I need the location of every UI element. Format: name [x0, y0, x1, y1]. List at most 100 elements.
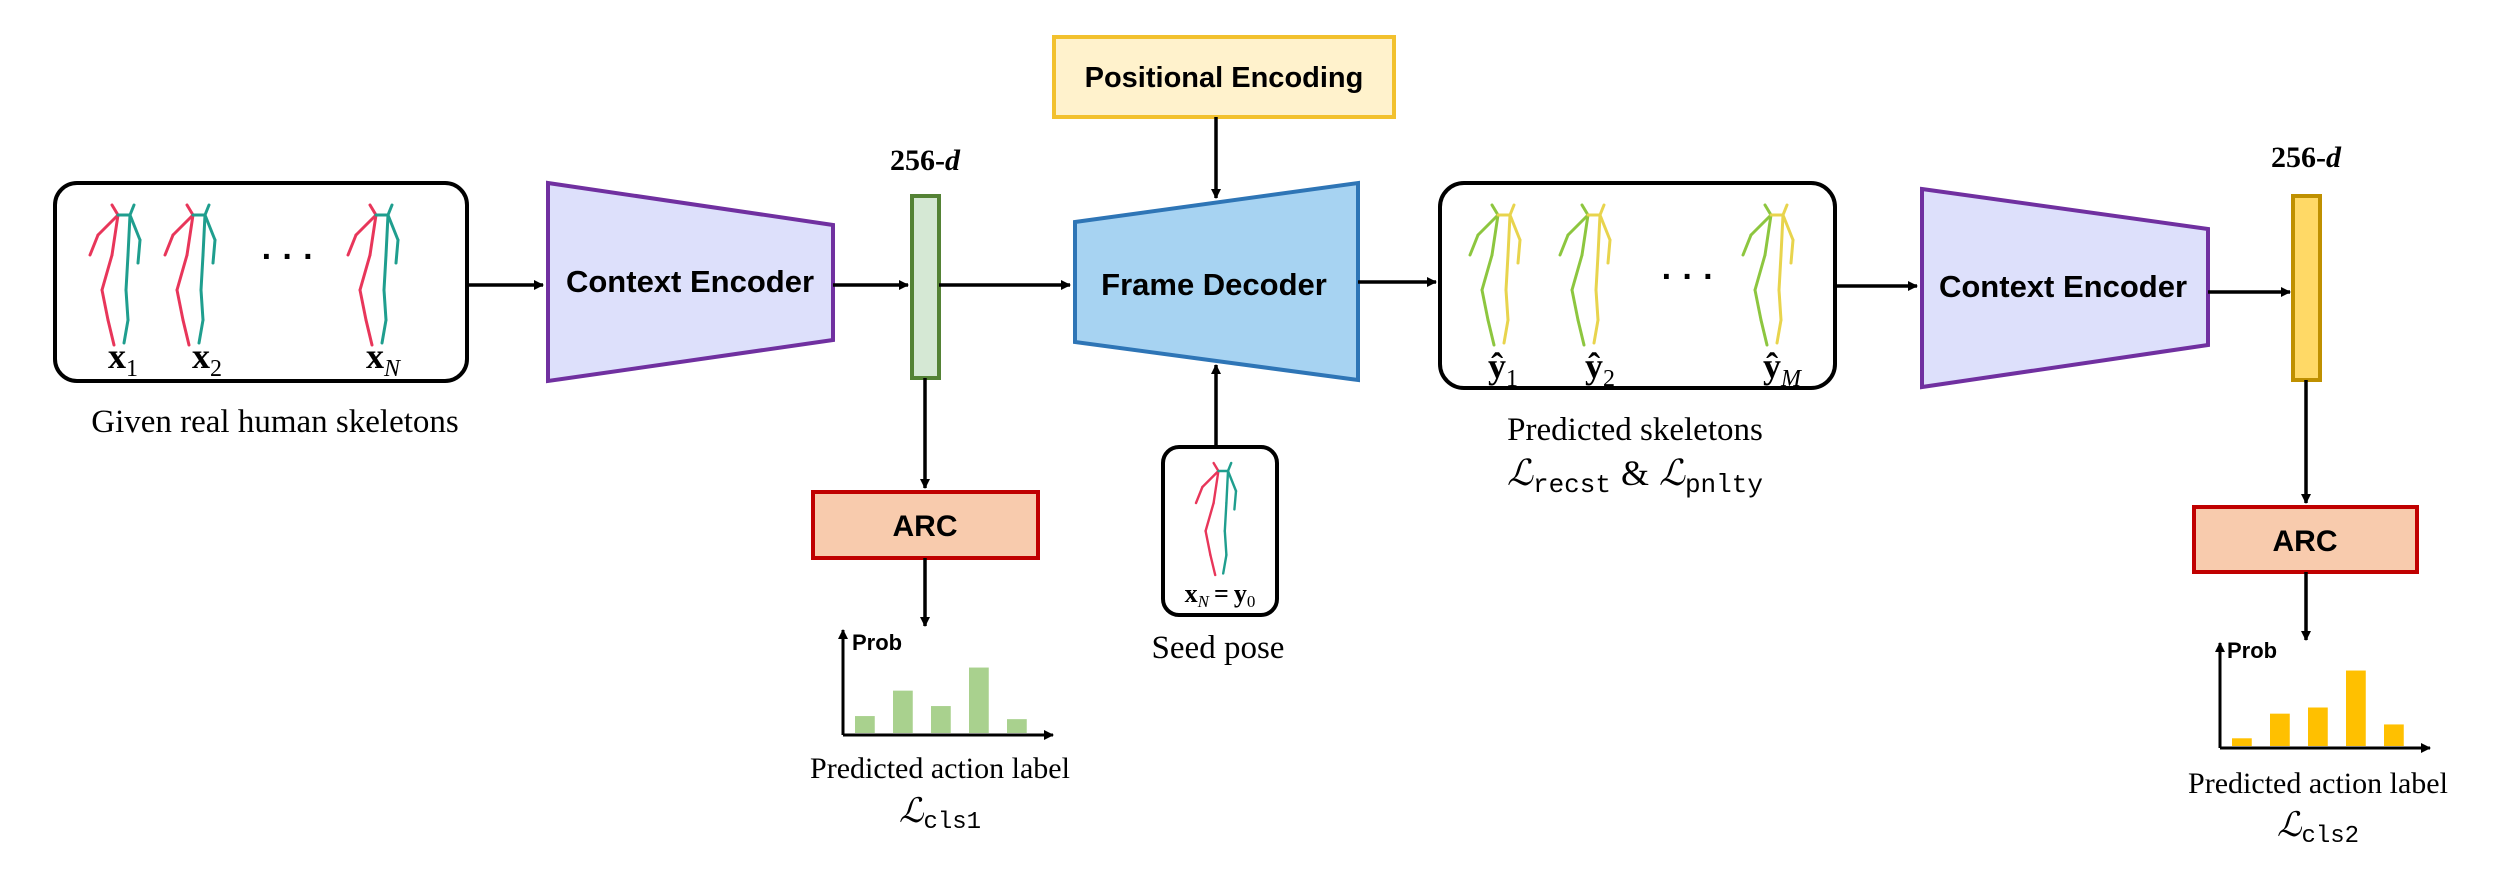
- skeleton-bone: [199, 253, 205, 292]
- skeleton-bone: [380, 318, 388, 345]
- label-x1: x1: [108, 336, 138, 382]
- skeleton-bone: [1226, 469, 1238, 493]
- skeleton-bone: [386, 203, 394, 217]
- skeleton-bone: [1580, 203, 1590, 217]
- skeleton-bone: [1775, 318, 1783, 345]
- skeleton-bone: [382, 288, 388, 322]
- skeleton-bone: [110, 203, 120, 217]
- chart-1-axis-label: Prob: [852, 630, 902, 655]
- skeleton-bone: [1789, 238, 1795, 265]
- positional-encoding-label: Positional Encoding: [1085, 62, 1364, 94]
- skeleton-bone: [201, 213, 207, 257]
- chart-1-caption: Predicted action label: [810, 752, 1070, 785]
- skeleton-bone: [1502, 318, 1510, 345]
- context-encoder-1: [546, 180, 835, 384]
- prob-bar: [931, 706, 951, 733]
- prob-bar: [2232, 738, 2252, 746]
- skeleton-bone: [96, 213, 120, 237]
- positional-encoding-block: [1052, 35, 1396, 119]
- skeleton-bone: [171, 213, 195, 237]
- skeleton-bone: [1598, 203, 1606, 217]
- skeleton-bone: [199, 288, 205, 322]
- skeleton-bone: [1233, 489, 1238, 511]
- prob-bar: [2308, 707, 2328, 746]
- skeleton-bone: [358, 253, 372, 292]
- prob-bar: [893, 690, 913, 733]
- skeleton-bone: [1468, 233, 1480, 257]
- skeleton-bone: [1508, 213, 1522, 242]
- input-skeleton-2: [163, 203, 217, 347]
- prob-bar: [1007, 719, 1027, 733]
- prob-bar: [855, 716, 875, 733]
- seed-pose-equation: xN=y0: [1185, 579, 1256, 611]
- skeleton-bone: [364, 318, 374, 347]
- input-skeleton-1: [88, 203, 142, 347]
- skeleton-bone: [203, 203, 211, 217]
- skeleton-bone: [106, 318, 116, 347]
- skeleton-bone: [368, 213, 378, 257]
- seed-pose-panel: [1161, 445, 1279, 617]
- skeleton-bone: [1759, 318, 1769, 347]
- chart-2-loss: ℒcls2: [2277, 807, 2359, 850]
- skeleton-bone: [1781, 213, 1795, 242]
- context-encoder-2-label: Context Encoder: [1939, 269, 2187, 304]
- prob-bar: [969, 667, 989, 733]
- skeleton-bone: [368, 203, 378, 217]
- skeleton-bone: [1777, 288, 1783, 322]
- skeleton-bone: [1763, 213, 1773, 257]
- skeleton-bone: [1490, 213, 1500, 257]
- skeleton-bone: [1204, 501, 1215, 533]
- skeleton-bone: [100, 253, 114, 292]
- skeleton-bone: [1504, 253, 1510, 292]
- latent-vector-2: [2291, 194, 2322, 382]
- label-ym: ŷM: [1763, 346, 1803, 392]
- skeleton-bone: [1223, 501, 1228, 533]
- prob-bar: [2384, 724, 2404, 746]
- arc-block-1: [811, 490, 1040, 560]
- skeleton-bone: [1594, 288, 1600, 322]
- label-y1: ŷ1: [1488, 346, 1518, 392]
- skeleton-bone: [128, 213, 142, 242]
- skeleton-bone: [1225, 469, 1230, 505]
- input-caption: Given real human skeletons: [91, 404, 458, 440]
- skeleton-bone: [124, 253, 130, 292]
- action-prob-chart-1: [838, 629, 1054, 740]
- skeleton-bone: [1596, 213, 1602, 257]
- label-x2: x2: [192, 336, 222, 382]
- label-xn: xN: [366, 336, 402, 382]
- action-prob-chart-2: [2215, 642, 2431, 753]
- skeleton-bone: [1781, 203, 1789, 217]
- skeleton-bone: [1763, 203, 1773, 217]
- skeleton-bone: [1580, 213, 1590, 257]
- predicted-skeleton-2: [1558, 203, 1612, 347]
- skeleton-bone: [197, 318, 205, 345]
- skeleton-bone: [1777, 253, 1783, 292]
- skeleton-bone: [185, 203, 195, 217]
- skeleton-bone: [1222, 553, 1228, 575]
- skeleton-bone: [136, 238, 142, 265]
- skeleton-bone: [1201, 469, 1220, 489]
- skeleton-bone: [126, 213, 132, 257]
- skeleton-bone: [203, 213, 217, 242]
- skeleton-bone: [1212, 461, 1220, 473]
- skeleton-bone: [175, 288, 185, 322]
- skeleton-bone: [181, 318, 191, 347]
- context-encoder-2: [1920, 186, 2210, 390]
- skeleton-bone: [1570, 288, 1580, 322]
- arc-block-2: [2192, 505, 2419, 574]
- skeleton-bone: [175, 253, 189, 292]
- frame-decoder-label: Frame Decoder: [1101, 267, 1327, 302]
- context-encoder-1-label: Context Encoder: [566, 264, 814, 299]
- skeleton-bone: [382, 253, 388, 292]
- skeleton-bone: [128, 203, 136, 217]
- seed-skeleton: [1194, 461, 1238, 577]
- skeleton-bone: [88, 233, 100, 257]
- label-y2: ŷ2: [1585, 346, 1615, 392]
- skeleton-bone: [124, 288, 130, 322]
- skeleton-bone: [1194, 485, 1204, 505]
- seed-pose-caption: Seed pose: [1152, 630, 1285, 666]
- skeleton-bone: [1490, 203, 1500, 217]
- skeleton-bone: [354, 213, 378, 237]
- input-ellipsis: · · ·: [262, 238, 315, 276]
